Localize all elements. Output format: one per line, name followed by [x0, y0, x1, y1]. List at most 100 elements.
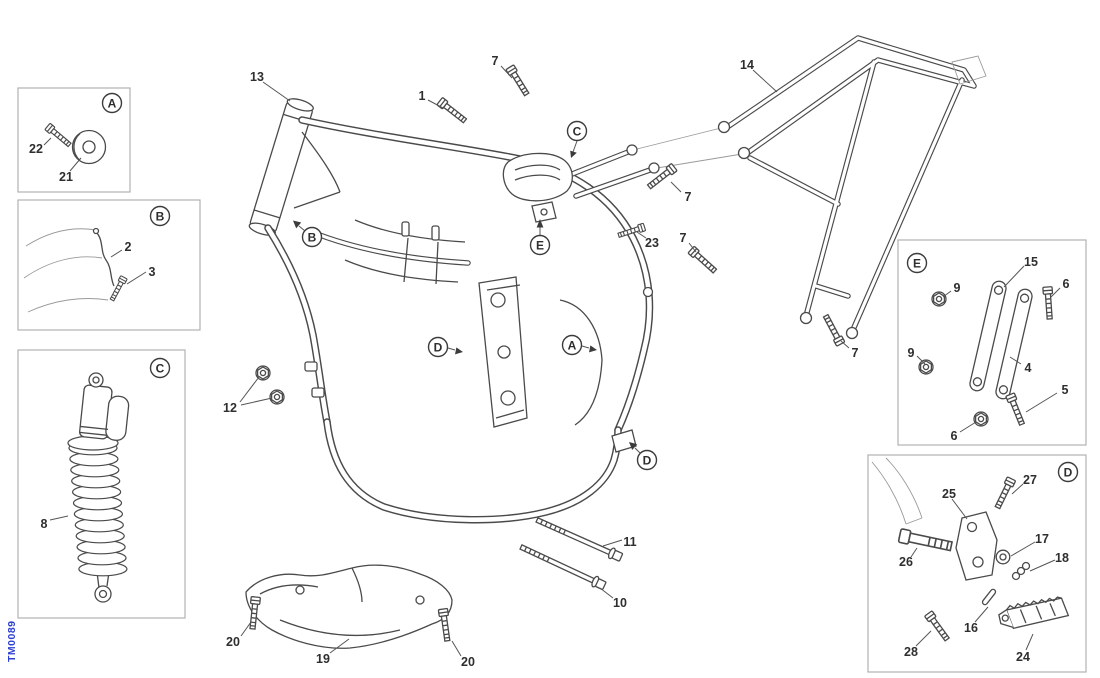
rear-loop-inner	[559, 299, 603, 426]
subframe-mount-eye-lower	[648, 162, 660, 174]
bolt-20-right	[437, 607, 453, 643]
leader-lines	[43, 65, 1061, 657]
marker-c-main: C	[566, 120, 588, 158]
part-label-10: 10	[613, 596, 627, 610]
part-label-5: 5	[1062, 383, 1069, 397]
part-label-7-subframe-front: 7	[680, 231, 687, 245]
swingarm-pivot-plate	[478, 276, 528, 428]
subframe-leg-eye-right	[845, 326, 859, 340]
bolt-26	[897, 528, 953, 552]
link-plate-4	[995, 288, 1033, 400]
part-label-15: 15	[1024, 255, 1038, 269]
part-label-7-right: 7	[685, 190, 692, 204]
marker-d2-main: D	[629, 442, 658, 471]
box-e-letter: E	[906, 252, 928, 274]
part-label-6-upper: 6	[1063, 277, 1070, 291]
marker-e-main: E	[529, 219, 551, 256]
frame-sketch-d	[871, 457, 923, 525]
shock-upper-eye	[88, 372, 104, 388]
nut-9-lower	[918, 359, 934, 375]
link-plates-detail	[918, 280, 1055, 427]
marker-d2-label: D	[643, 454, 652, 468]
rear-lower-mount-plate	[611, 429, 637, 453]
part-label-19: 19	[316, 652, 330, 666]
bottom-cradle-tube	[323, 418, 622, 524]
footpeg-bracket	[955, 511, 998, 581]
frame-sketch-b	[23, 228, 109, 313]
bolt-7-top	[505, 64, 532, 98]
marker-b-label: B	[308, 231, 317, 245]
box-b-letter: B	[149, 205, 171, 227]
marker-a-label: A	[568, 339, 577, 353]
bolt-11	[534, 514, 624, 564]
drawing-code: TM0089	[6, 620, 18, 662]
part-label-3: 3	[149, 265, 156, 279]
airbox-cover	[502, 152, 573, 202]
link-plate-15	[969, 280, 1007, 392]
shock-spring	[67, 435, 128, 577]
bolt-1	[436, 96, 469, 126]
part-label-18: 18	[1055, 551, 1069, 565]
svg-text:A: A	[108, 97, 117, 111]
marker-d1-label: D	[434, 341, 443, 355]
mount-stud-left	[401, 221, 410, 237]
chain-roller	[71, 129, 107, 165]
svg-text:D: D	[1064, 466, 1073, 480]
mount-stud-right	[431, 225, 440, 241]
subframe-leg-eye-left	[799, 311, 813, 325]
marker-d1-main: D	[427, 336, 463, 358]
part-label-24: 24	[1016, 650, 1030, 664]
part-label-23: 23	[645, 236, 659, 250]
footpeg	[998, 596, 1070, 630]
svg-text:C: C	[156, 362, 165, 376]
seat-bracket	[951, 55, 987, 85]
subframe-front-eye-lower	[737, 146, 751, 160]
part-label-28: 28	[904, 645, 918, 659]
washer-17	[995, 549, 1011, 565]
part-label-17: 17	[1035, 532, 1049, 546]
chain-roller-detail	[44, 122, 107, 165]
part-label-20-right: 20	[461, 655, 475, 669]
part-label-27: 27	[1023, 473, 1037, 487]
cable-guide	[95, 231, 115, 287]
svg-text:B: B	[156, 210, 165, 224]
marker-a-main: A	[561, 334, 597, 356]
part-label-12: 12	[223, 401, 237, 415]
part-label-7-top: 7	[492, 54, 499, 68]
pin-16	[981, 588, 997, 606]
rear-upper-mount-hole	[642, 286, 654, 298]
engine-mount-tab-lower	[311, 387, 325, 398]
assembly-alignment-lines	[636, 127, 743, 169]
part-label-2: 2	[125, 240, 132, 254]
bolt-7-subframe-front	[687, 245, 719, 276]
nut-12-lower	[269, 389, 285, 405]
cable-guide-detail	[23, 227, 128, 313]
part-label-11: 11	[623, 535, 636, 549]
engine-mount-tab-upper	[304, 361, 318, 372]
rear-subframe	[717, 35, 987, 340]
subframe-front-eye-upper	[717, 120, 731, 134]
part-label-9-lower: 9	[908, 346, 915, 360]
marker-e-label: E	[536, 239, 544, 253]
part-label-16: 16	[964, 621, 978, 635]
box-c-letter: C	[149, 357, 171, 379]
part-label-13: 13	[250, 70, 264, 84]
part-label-1: 1	[419, 89, 426, 103]
shock-body	[78, 384, 130, 441]
subframe-mount-eye-upper	[626, 144, 638, 156]
svg-text:E: E	[913, 257, 921, 271]
bolt-10	[517, 541, 608, 592]
part-label-7-subframe-rear: 7	[852, 346, 859, 360]
rear-shock-absorber	[67, 372, 130, 603]
marker-c-label: C	[573, 125, 582, 139]
nut-6-lower	[973, 411, 989, 427]
part-label-22: 22	[29, 142, 43, 156]
shock-reservoir	[105, 395, 130, 441]
box-a-letter: A	[101, 92, 123, 114]
part-label-21: 21	[59, 170, 73, 184]
part-label-25: 25	[942, 487, 956, 501]
main-frame	[248, 98, 743, 524]
part-label-20-left: 20	[226, 635, 240, 649]
